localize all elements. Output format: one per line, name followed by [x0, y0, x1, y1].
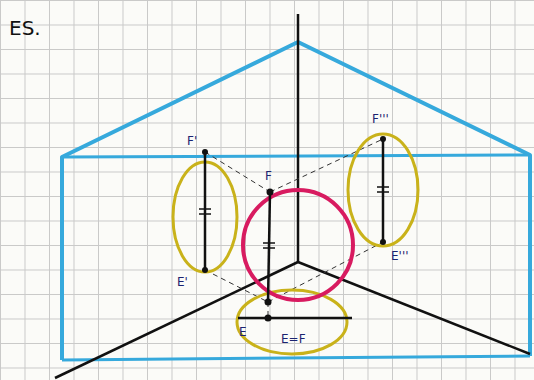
point [202, 149, 208, 155]
y-axis [298, 262, 530, 354]
point-label: E''' [390, 250, 409, 262]
point-label: E=F [280, 333, 307, 345]
projection-ellipse [348, 134, 418, 246]
point [265, 299, 272, 306]
z-axis [297, 14, 300, 262]
point [380, 239, 386, 245]
tick-mark [377, 186, 389, 188]
tick-mark [199, 208, 211, 210]
plane-outline [62, 42, 530, 360]
tick-mark [199, 213, 211, 215]
projection-line [270, 139, 383, 192]
point-label: F [264, 170, 273, 182]
point-label: E [238, 326, 248, 338]
tick-mark [263, 247, 275, 249]
segment [204, 152, 207, 270]
point [380, 136, 386, 142]
point [202, 267, 208, 273]
segment [238, 317, 352, 320]
projection-line [205, 152, 270, 192]
segment [268, 192, 270, 302]
point-label: F''' [371, 113, 390, 125]
point [267, 189, 274, 196]
space-circle [243, 190, 353, 300]
plane-edge [62, 155, 530, 157]
exercise-title: ES. [8, 18, 42, 38]
plane-edge [62, 356, 530, 360]
point-label: E' [176, 276, 189, 288]
tick-mark [263, 242, 275, 244]
point-label: F' [186, 135, 198, 147]
tick-mark [377, 191, 389, 193]
point [265, 315, 272, 322]
x-axis [55, 262, 298, 378]
segment [382, 139, 385, 242]
